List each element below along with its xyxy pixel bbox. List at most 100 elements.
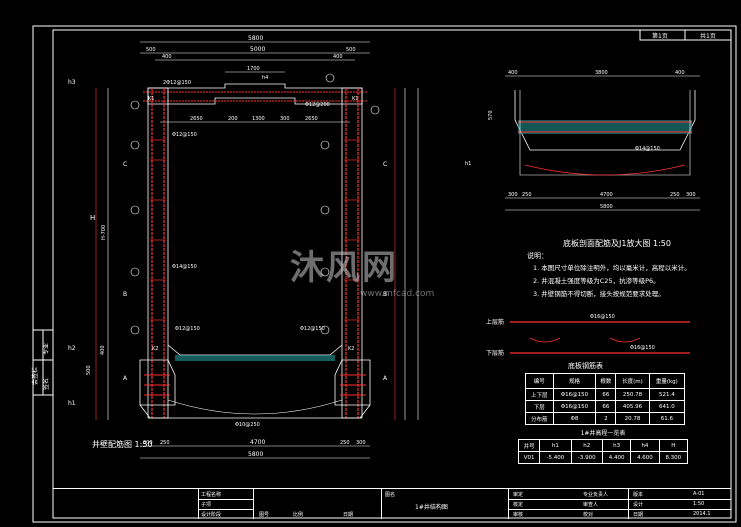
dim-base: 400 — [100, 345, 106, 355]
table-header: H — [658, 439, 689, 452]
section-mark-b: B — [383, 291, 387, 298]
tb-cell: 1:50 — [693, 501, 705, 507]
table-cell: 4.600 — [630, 451, 660, 464]
dim: 4700 — [600, 192, 613, 198]
rebar-label: Φ12@150 — [175, 326, 200, 332]
table-header: h3 — [601, 439, 632, 452]
tb-center-label: 图名 — [385, 492, 396, 498]
joint-mark: K1 — [352, 96, 358, 102]
table-header: 编号 — [525, 373, 554, 389]
dim-bottom-mid: 4700 — [250, 439, 265, 446]
dim-h4: h4 — [262, 75, 268, 81]
elevation-table-title: 1#井高程一览表 — [580, 430, 626, 437]
dim-bottom: 300 — [143, 440, 153, 446]
table-header: h4 — [630, 439, 660, 452]
tb-cell: A-01 — [693, 491, 705, 497]
sheet-no: 第1页 — [652, 32, 668, 40]
dim: 250 — [522, 192, 532, 198]
sheet-number-box: 第1页 共1页 — [639, 29, 732, 41]
rebar-label: Φ12@200 — [305, 102, 330, 108]
rebar-label: Φ10@250 — [235, 422, 260, 428]
outer-frame — [32, 25, 737, 523]
section-title: 底板剖面配筋及J1放大图 1:50 — [563, 238, 671, 248]
table-row: 下层 Φ16@150 66 405.96 641.0 — [525, 400, 686, 413]
tb-cell: 比例 — [293, 512, 304, 518]
tb-cell: 设计阶段 — [201, 512, 222, 518]
table-row: 分布筋 Φ8 2 20.78 61.6 — [525, 412, 686, 425]
dim-beam: 2650 — [305, 116, 318, 122]
left-drawing-title: 井壁配筋图 1:50 — [92, 439, 153, 449]
tb-cell: 设计 — [633, 502, 644, 508]
note-item: 1. 本图尺寸单位除注明外，均以毫米计，高程以米计。 — [533, 263, 691, 272]
tb-cell: 审定 — [513, 492, 524, 498]
tb-cell: 审查人 — [583, 502, 599, 508]
tb-cell: 核定 — [513, 502, 524, 508]
table-cell: 下层 — [525, 400, 554, 413]
note-item: 3. 井壁钢筋不得切断，接头按规范要求处理。 — [533, 289, 665, 298]
table-cell: 521.4 — [648, 388, 686, 401]
table-cell: 20.78 — [615, 412, 650, 425]
dim-beam: 1300 — [252, 116, 265, 122]
side-strip: 会签栏 专业 签名 — [31, 329, 53, 396]
dim: 3800 — [595, 70, 608, 76]
watermark-url: www.mfcad.com — [360, 289, 435, 299]
table-cell: 66 — [595, 400, 617, 413]
wall-elevation: 5800 5000 500 500 400 400 1700 h4 2650 2… — [68, 35, 419, 459]
section-mark-a: A — [383, 375, 388, 382]
table-cell: Φ16@150 — [552, 388, 597, 401]
mark-h3: h3 — [68, 79, 76, 86]
table-cell: 4.400 — [601, 451, 632, 464]
dim: 300 — [508, 192, 518, 198]
drawing-title: 1#井结构图 — [415, 504, 448, 511]
lower-label: 下层筋 — [486, 349, 504, 357]
joint-mark: K2 — [152, 346, 158, 352]
section-mark-c: C — [383, 161, 387, 168]
notes: 说明： 1. 本图尺寸单位除注明外，均以毫米计，高程以米计。 2. 井混凝土强度… — [527, 251, 691, 298]
table-cell: 250.78 — [615, 388, 650, 401]
side-strip-cell: 专业 — [42, 343, 50, 355]
tb-cell: 2014.1 — [693, 511, 711, 517]
tb-cell: 日期 — [343, 512, 354, 518]
tb-cell: 版本 — [633, 492, 644, 498]
table-row: V01 -5.400 -3.900 4.400 4.600 8.300 — [517, 451, 689, 464]
joint-mark: K2 — [348, 346, 354, 352]
mark-h1: h1 — [465, 161, 471, 167]
table-header: h1 — [539, 439, 572, 452]
dim-bottom: 300 — [356, 440, 366, 446]
tb-cell: 图号 — [259, 512, 270, 518]
section-mark-b: B — [123, 291, 127, 298]
table-cell: -3.900 — [570, 451, 603, 464]
dim-side-h: H — [90, 214, 95, 222]
watermark: 沐风网 www.mfcad.com — [290, 240, 434, 299]
joint-mark: K1 — [148, 96, 154, 102]
section-mark-a: A — [123, 375, 128, 382]
dim-bottom-total: 5800 — [248, 451, 263, 458]
rebar-plan: 上层筋 下层筋 Φ16@150 Φ16@150 底板钢筋表 — [486, 314, 690, 370]
rebar-label: Φ16@150 — [630, 345, 655, 351]
dim-base: 500 — [86, 365, 92, 375]
dim: 570 — [488, 110, 494, 120]
rebar-label: Φ16@150 — [590, 314, 615, 320]
dim: 300 — [686, 192, 696, 198]
table-cell: Φ16@150 — [552, 400, 597, 413]
upper-label: 上层筋 — [486, 318, 504, 326]
table-cell: -5.400 — [539, 451, 572, 464]
rebar-table: 编号 规格 根数 长度(m) 重量(kg) 上下层 Φ16@150 66 250… — [525, 373, 686, 425]
table-cell: 分布筋 — [525, 412, 554, 425]
dim-beam: 300 — [280, 116, 290, 122]
notes-heading: 说明： — [527, 251, 548, 260]
dim-top-total: 5800 — [248, 35, 263, 42]
rebar-label: Φ12@150 — [172, 132, 197, 138]
rebar-label: 2Φ12@150 — [163, 80, 191, 86]
tb-cell: 子项 — [201, 502, 212, 508]
title-block: 工程名称 子项 设计阶段 图号 比例 日期 图名 1#井结构图 审定 核定 审核… — [53, 488, 731, 519]
note-item: 2. 井混凝土强度等级为C25，抗渗等级P6。 — [533, 276, 660, 285]
dim-side-h2: H-700 — [101, 225, 107, 240]
table-header: 规格 — [552, 373, 597, 389]
table-header: 重量(kg) — [648, 373, 686, 389]
dim-bottom: 250 — [160, 440, 170, 446]
table-header: 井号 — [517, 439, 541, 452]
dim-bottom: 250 — [340, 440, 350, 446]
dim-hole: 1700 — [247, 66, 260, 72]
